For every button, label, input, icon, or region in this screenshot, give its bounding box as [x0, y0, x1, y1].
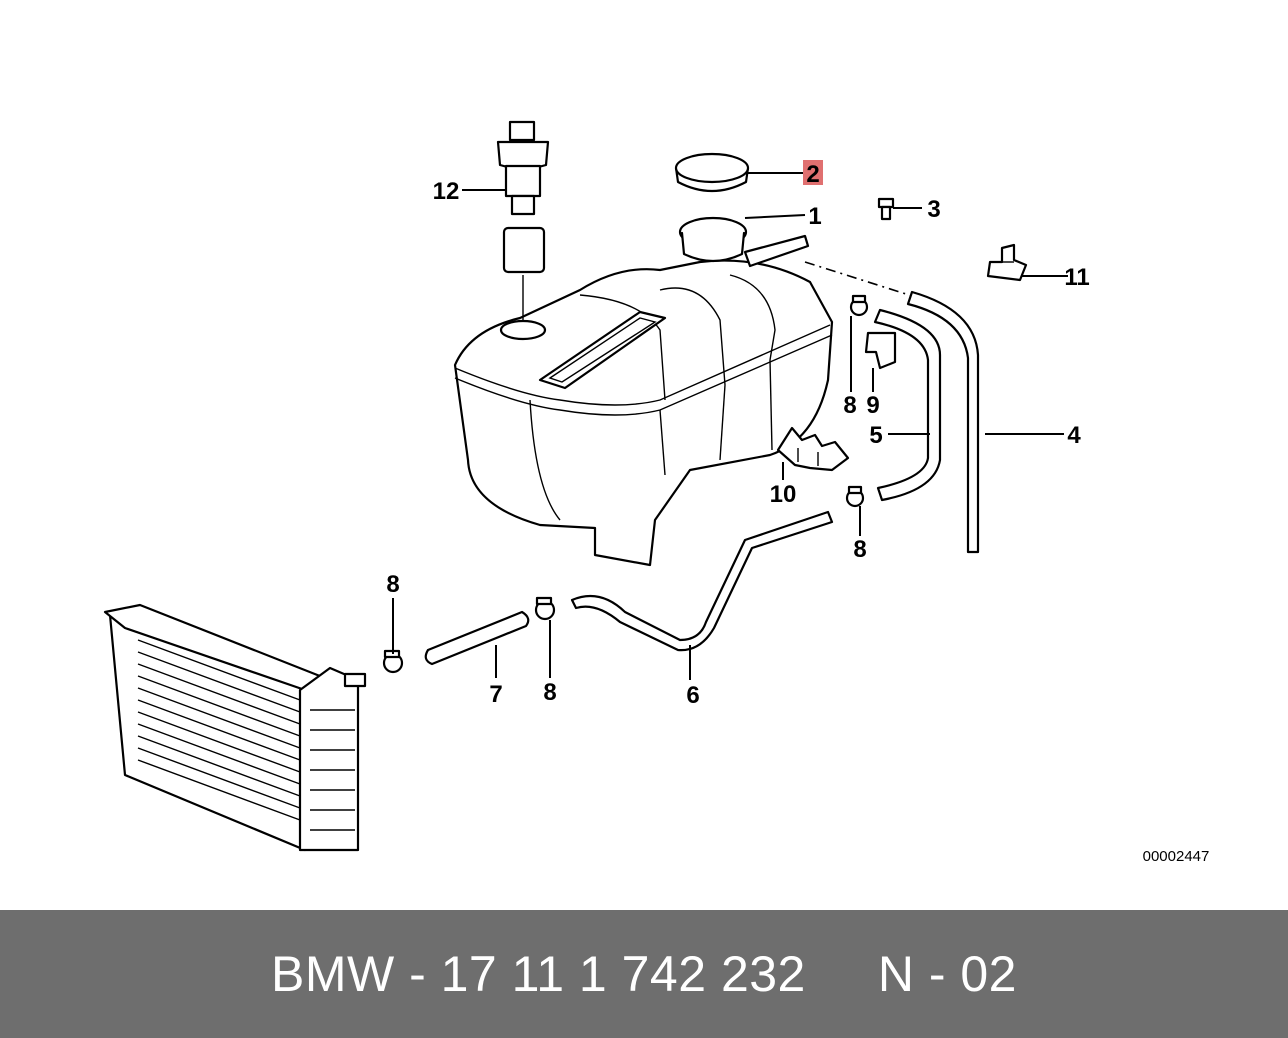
- callout-8-mid: 8: [543, 679, 556, 706]
- long-hose: [906, 290, 980, 554]
- callout-8-upper: 8: [843, 392, 856, 419]
- hose-clamp-right: [845, 485, 865, 508]
- parts-diagram: 2 1 3 11 12 4 5 8 9 10 8 8 7 8 6 0000244…: [103, 120, 1210, 865]
- hose-clamp-left: [382, 649, 404, 674]
- callout-11: 11: [1064, 264, 1089, 291]
- callout-6: 6: [686, 682, 699, 709]
- part-number-text: BMW - 17 11 1 742 232 N - 02: [271, 946, 1017, 1002]
- expansion-tank: [453, 216, 834, 567]
- hose-clip: [864, 331, 897, 370]
- callout-8-right: 8: [853, 536, 866, 563]
- hose-clamp-upper: [849, 294, 869, 317]
- bracket: [986, 243, 1028, 282]
- callout-7: 7: [489, 681, 502, 708]
- hose-clamp-mid: [534, 596, 556, 621]
- routing-line: [804, 261, 926, 301]
- double-clip: [776, 426, 850, 472]
- callout-10: 10: [770, 481, 797, 508]
- callout-labels: 2 1 3 11 12 4 5 8 9 10 8 8 7 8 6: [386, 160, 1090, 709]
- callout-highlight: [803, 160, 823, 185]
- leader-lines: [392, 172, 1068, 680]
- bolt: [877, 197, 895, 221]
- radiator: [103, 603, 367, 852]
- filler-cap: [674, 152, 750, 192]
- bent-hose: [873, 308, 942, 502]
- callout-1: 1: [808, 203, 821, 230]
- callout-9: 9: [866, 392, 879, 419]
- callout-2: 2: [806, 161, 819, 188]
- part-number-banner: BMW - 17 11 1 742 232 N - 02: [0, 910, 1288, 1038]
- straight-hose: [424, 610, 530, 666]
- callout-4: 4: [1067, 422, 1081, 449]
- level-sensor: [496, 120, 550, 322]
- callout-3: 3: [927, 196, 940, 223]
- callout-8-left: 8: [386, 571, 399, 598]
- callout-5: 5: [869, 422, 882, 449]
- exploded-view-drawing: 2 1 3 11 12 4 5 8 9 10 8 8 7 8 6 0000244…: [103, 120, 1210, 865]
- drawing-reference-number: 00002447: [1143, 848, 1210, 865]
- coolant-pipe: [570, 510, 834, 652]
- callout-12: 12: [433, 178, 460, 205]
